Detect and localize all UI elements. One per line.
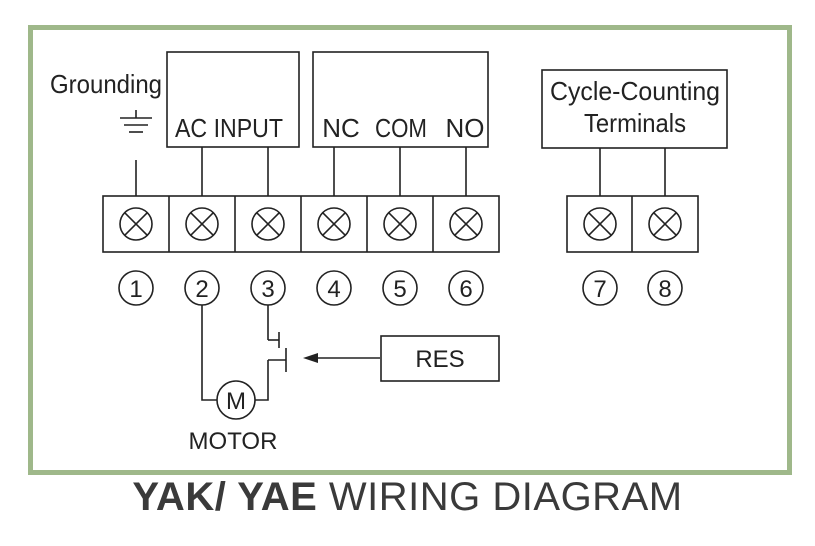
cycle-counting-label-line1: Cycle-Counting (550, 76, 720, 106)
motor-label: MOTOR (189, 428, 278, 455)
reset-switch-icon (268, 332, 287, 372)
screw-terminal-icon-3 (251, 207, 285, 241)
terminal-number-2: 2 (195, 276, 208, 303)
diagram-title-model: YAK/ YAE (132, 475, 318, 519)
diagram-title-text: WIRING DIAGRAM (328, 475, 683, 519)
relay-com-label: COM (375, 113, 427, 143)
relay-no-label: NO (446, 113, 485, 143)
diagram-title: YAK/ YAE WIRING DIAGRAM (0, 475, 815, 520)
terminal-number-1: 1 (129, 276, 142, 303)
screw-terminal-icon-7 (583, 207, 617, 241)
screw-terminal-icon-8 (648, 207, 682, 241)
terminal-number-circle-4 (316, 270, 352, 306)
screw-terminal-icon-2 (185, 207, 219, 241)
res-box (380, 335, 500, 382)
screw-terminal-icon-1 (119, 207, 153, 241)
ac-input-box (166, 51, 300, 148)
terminal-number-circle-5 (382, 270, 418, 306)
motor-circuit (201, 305, 380, 420)
terminal-number-circle-1 (118, 270, 154, 306)
terminal-number-5: 5 (393, 276, 406, 303)
terminal-number-7: 7 (593, 276, 606, 303)
res-label: RES (415, 346, 464, 373)
arrow-icon (303, 353, 318, 363)
terminal-number-circle-6 (448, 270, 484, 306)
screw-terminal-icon-4 (317, 207, 351, 241)
ground-icon (120, 110, 152, 133)
terminal-number-6: 6 (459, 276, 472, 303)
terminal-number-4: 4 (327, 276, 340, 303)
terminal-number-3: 3 (261, 276, 274, 303)
cycle-counting-label-line2: Terminals (584, 108, 686, 138)
diagram-frame (28, 25, 792, 475)
terminal-number-circle-7 (582, 270, 618, 306)
motor-symbol-label: M (226, 388, 246, 415)
screw-terminal-icon-6 (449, 207, 483, 241)
terminal-number-circle-8 (647, 270, 683, 306)
grounding-label: Grounding (50, 69, 162, 99)
ac-input-label: AC INPUT (175, 113, 283, 143)
cycle-counting-box (541, 69, 728, 149)
screw-terminal-icon-5 (383, 207, 417, 241)
terminal-number-8: 8 (658, 276, 671, 303)
relay-nc-label: NC (322, 113, 360, 143)
